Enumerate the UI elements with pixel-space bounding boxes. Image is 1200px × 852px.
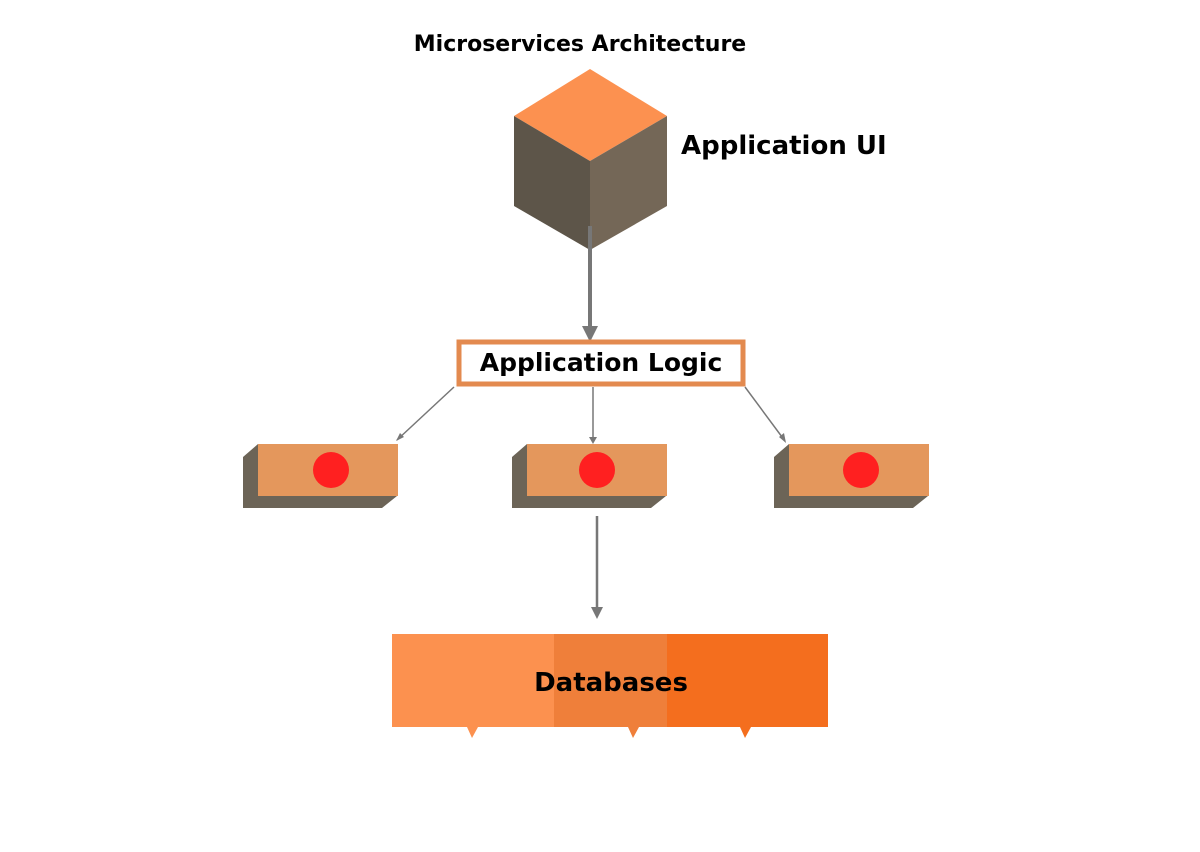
- diagram-title: Microservices Architecture: [414, 32, 746, 57]
- logic-to-service-arrows: [396, 386, 786, 444]
- service-box-3: [774, 444, 929, 508]
- service-box-3-side: [774, 444, 928, 508]
- db-segment-2: [554, 634, 667, 727]
- application-logic-box: [456, 339, 746, 387]
- application-ui-label: Application UI: [681, 131, 887, 161]
- cube-top-face: [514, 69, 667, 161]
- databases-block: [392, 634, 828, 738]
- db-segment-1-tab: [467, 727, 478, 738]
- cube-left-face: [514, 116, 590, 250]
- application-ui-cube: [514, 69, 667, 250]
- service-box-2: [512, 444, 667, 508]
- service-box-3-dot: [843, 452, 879, 488]
- service-box-2-side: [512, 444, 666, 508]
- service-box-2-dot: [579, 452, 615, 488]
- db-segment-2-tab: [628, 727, 639, 738]
- service-box-1-side: [243, 444, 397, 508]
- service-box-1: [243, 444, 398, 508]
- db-segment-1: [392, 634, 554, 727]
- service-box-1-dot: [313, 452, 349, 488]
- cube-right-face: [590, 116, 667, 250]
- db-segment-3: [667, 634, 828, 727]
- db-segment-3-tab: [740, 727, 751, 738]
- application-logic-label: Application Logic: [480, 348, 723, 377]
- service-to-db-arrow: [591, 516, 603, 619]
- databases-label: Databases: [534, 668, 688, 698]
